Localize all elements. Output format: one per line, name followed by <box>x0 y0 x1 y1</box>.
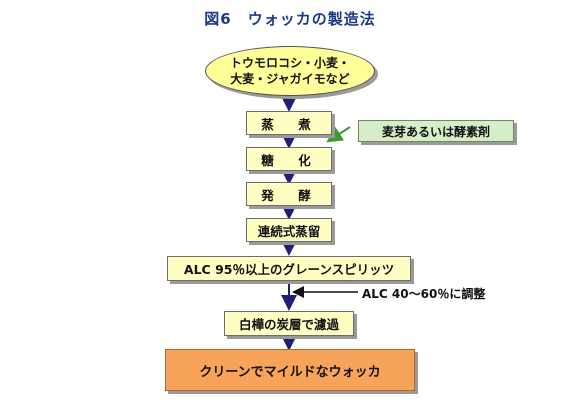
birch-charcoal-filter-node: 白樺の炭層で濾過 <box>224 311 354 336</box>
step-saccharification: 糖 化 <box>246 147 332 171</box>
grain-spirits-node: ALC 95％以上のグレーンスピリッツ <box>167 256 411 281</box>
alcohol-adjust-note: ALC 40〜60％に調整 <box>362 287 486 301</box>
final-product-node: クリーンでマイルドなウォッカ <box>165 349 415 391</box>
raw-materials-line2: 大麦・ジャガイモなど <box>230 72 350 86</box>
raw-materials-node: トウモロコシ・小麦・ 大麦・ジャガイモなど <box>205 46 375 96</box>
enzyme-input-node: 麦芽あるいは酵素剤 <box>358 120 514 142</box>
step-fermentation: 発 酵 <box>246 182 332 206</box>
step-steaming: 蒸 煮 <box>246 111 332 135</box>
raw-materials-line1: トウモロコシ・小麦・ <box>229 56 350 70</box>
arrow-enzyme <box>326 126 351 143</box>
step-continuous-distillation: 連続式蒸留 <box>246 218 332 242</box>
diagram-title: 図6 ウォッカの製造法 <box>204 10 376 28</box>
